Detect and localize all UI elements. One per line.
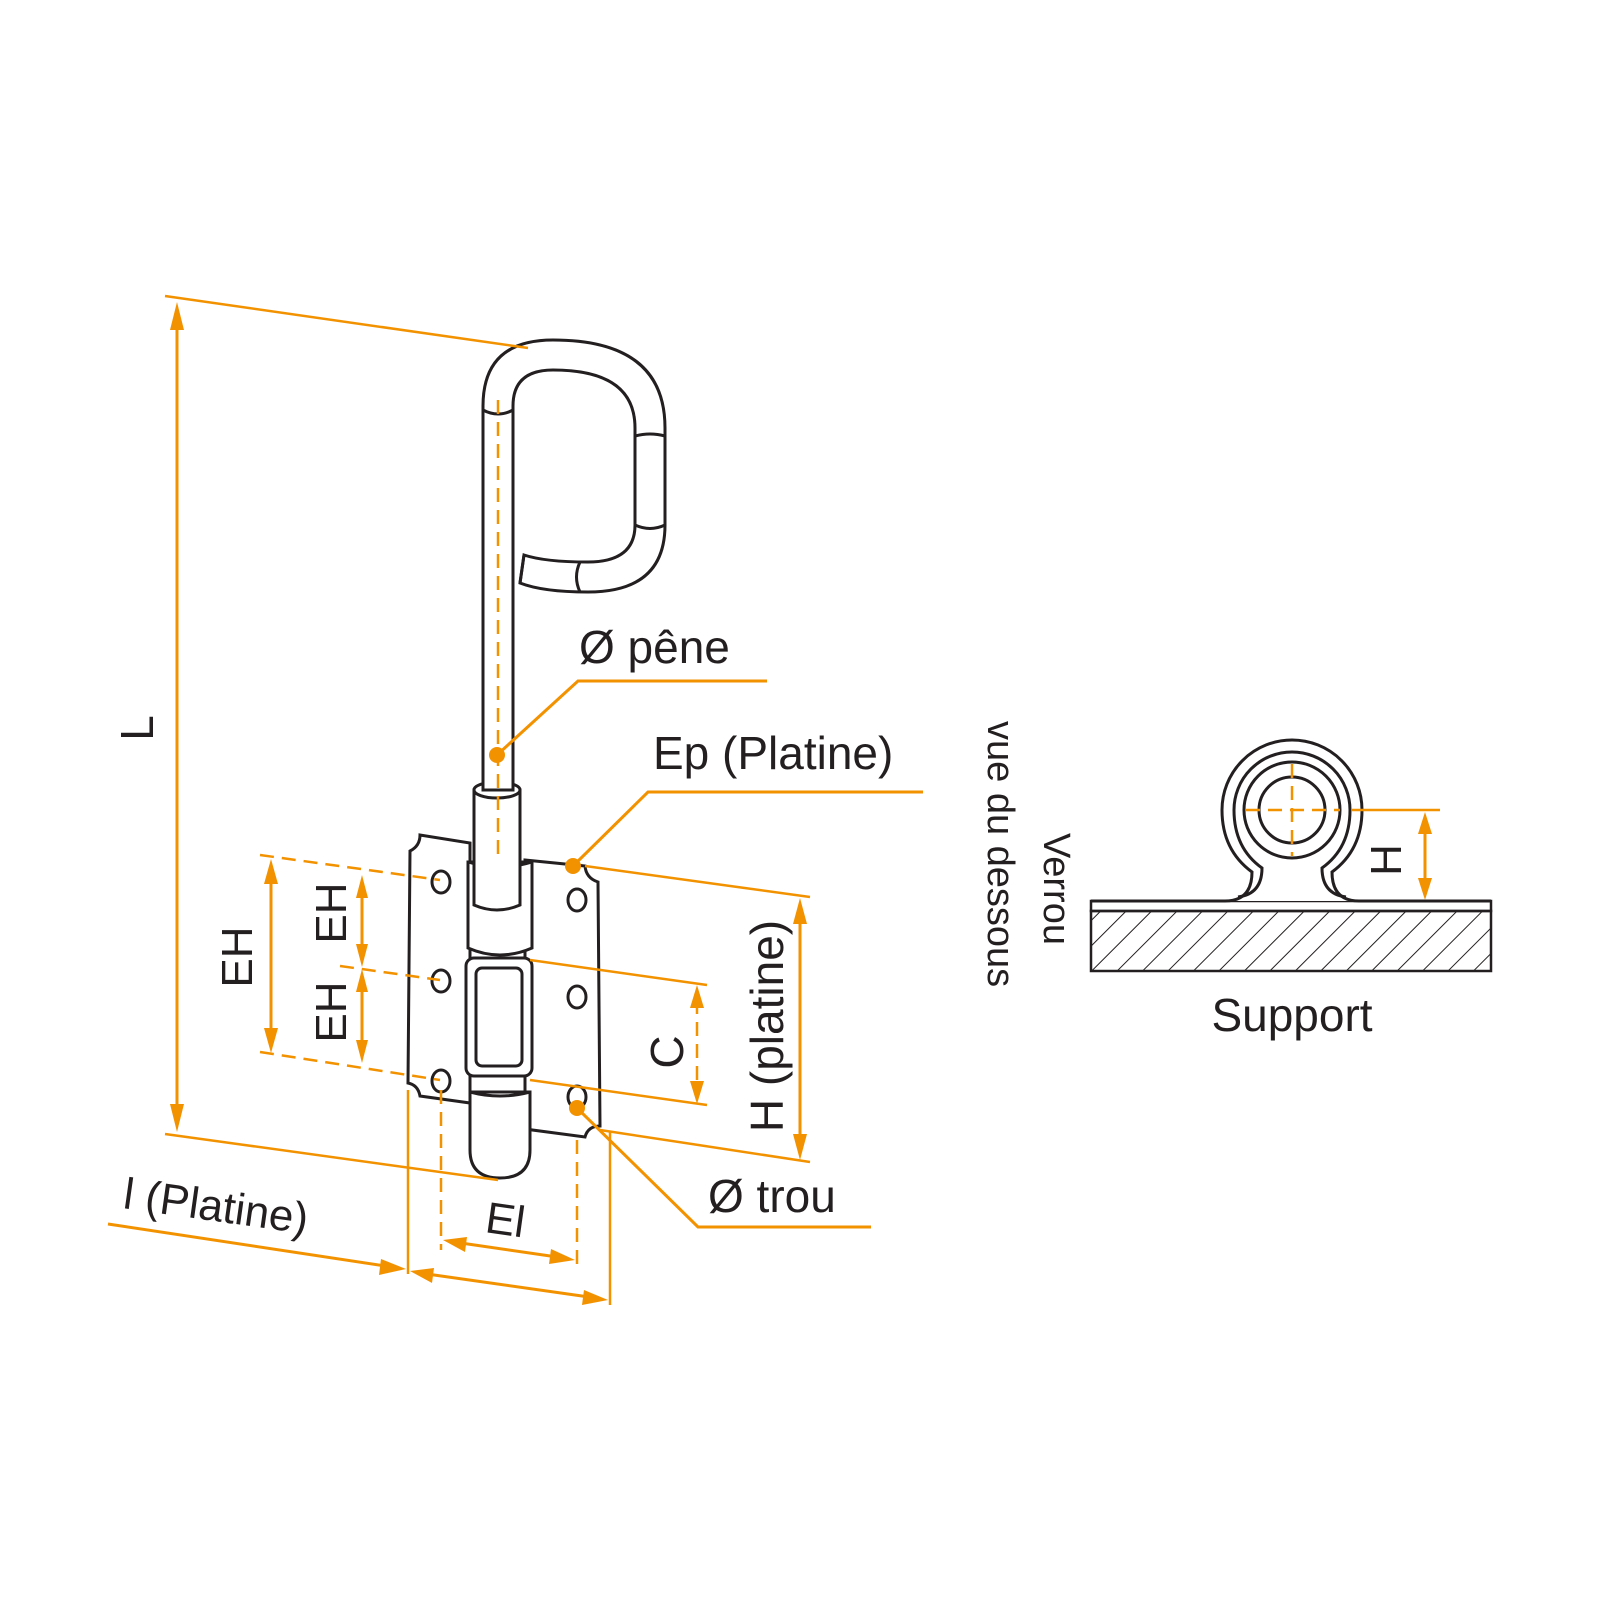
label-support-height: H xyxy=(1362,844,1411,876)
label-center: C xyxy=(641,1035,693,1068)
label-view-line1: Verrou xyxy=(1035,833,1077,945)
hole-right-top xyxy=(566,887,588,913)
label-length: L xyxy=(111,715,163,741)
label-pin-diameter: Ø pêne xyxy=(579,621,730,673)
dimensions xyxy=(107,294,923,1305)
hole-left-top xyxy=(430,869,452,895)
right-plate xyxy=(523,858,602,1139)
latch-body xyxy=(406,338,667,1180)
label-support: Support xyxy=(1211,989,1372,1041)
label-eh-top: EH xyxy=(307,882,356,943)
label-plate-thickness: Ep (Platine) xyxy=(653,727,893,779)
label-hole-width-spacing: El xyxy=(483,1193,529,1247)
bottom-knuckle xyxy=(468,1090,532,1180)
support-hatched xyxy=(1089,909,1493,973)
bolt-handle xyxy=(481,338,667,792)
hole-left-middle xyxy=(430,968,452,994)
hole-right-middle xyxy=(566,984,588,1010)
leader-pin-diameter xyxy=(495,679,767,757)
label-plate-height: H (platine) xyxy=(741,920,793,1132)
label-view-line2: vue du dessous xyxy=(979,721,1021,987)
label-eh-bottom: EH xyxy=(307,981,356,1042)
dim-line-plate-width xyxy=(107,1222,393,1269)
label-hole-diameter: Ø trou xyxy=(708,1170,836,1222)
label-eh-total: EH xyxy=(213,926,262,987)
hole-left-bottom xyxy=(430,1068,452,1094)
leader-hole-diameter xyxy=(575,1106,871,1229)
label-plate-width: l (Platine) xyxy=(121,1169,312,1243)
dim-line-hole-width-spacing xyxy=(453,1240,565,1260)
leader-plate-thickness xyxy=(571,790,923,868)
support-view xyxy=(1089,738,1493,973)
